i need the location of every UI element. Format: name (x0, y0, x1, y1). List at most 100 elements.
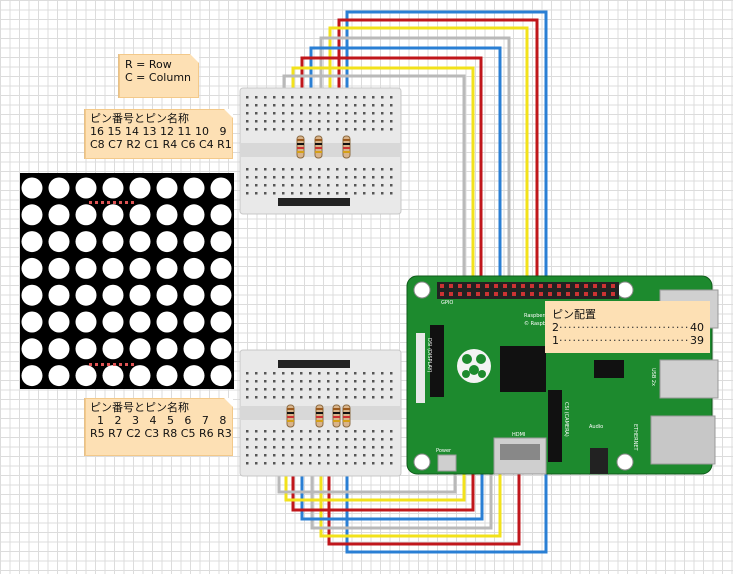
breadboard-hole (255, 104, 258, 107)
pin-layout-right-top: 40 (690, 321, 704, 334)
gpio-pin (557, 284, 561, 288)
led-dot (129, 365, 151, 387)
note-row-column: R = Row C = Column (118, 54, 199, 98)
breadboard-hole (318, 372, 321, 375)
breadboard-hole (264, 184, 267, 187)
led-pin (95, 363, 98, 366)
breadboard-hole (327, 168, 330, 171)
gpio-pin (485, 284, 489, 288)
breadboard-hole (282, 462, 285, 465)
led-dot (21, 257, 43, 279)
led-pin (119, 363, 122, 366)
breadboard-hole (309, 112, 312, 115)
led-dot (156, 284, 178, 306)
breadboard-hole (318, 388, 321, 391)
led-dot (210, 204, 232, 226)
breadboard-hole (372, 438, 375, 441)
breadboard-hole (354, 104, 357, 107)
breadboard-hole (282, 120, 285, 123)
led-dot (75, 204, 97, 226)
breadboard-hole (309, 446, 312, 449)
breadboard-hole (291, 176, 294, 179)
breadboard-hole (282, 168, 285, 171)
breadboard-hole (381, 430, 384, 433)
gpio-pin (611, 292, 615, 296)
breadboard-hole (264, 192, 267, 195)
breadboard-hole (300, 462, 303, 465)
breadboard-hole (264, 128, 267, 131)
led-dot (210, 177, 232, 199)
breadboard-hole (372, 388, 375, 391)
breadboard-hole (327, 176, 330, 179)
gpio-pin (476, 284, 480, 288)
gpio-pin (440, 292, 444, 296)
breadboard-hole (363, 438, 366, 441)
gpio-pin (566, 284, 570, 288)
led-dot (48, 338, 70, 360)
breadboard-hole (381, 120, 384, 123)
csi-label: CSI (CAMERA) (563, 402, 569, 437)
breadboard-hole (255, 184, 258, 187)
breadboard-hole (372, 112, 375, 115)
breadboard-hole (372, 128, 375, 131)
resistor-icon (342, 135, 351, 159)
breadboard-hole (354, 462, 357, 465)
breadboard-hole (246, 176, 249, 179)
breadboard-hole (327, 120, 330, 123)
gpio-pin (539, 284, 543, 288)
gpio-label: GPIO (441, 300, 453, 306)
breadboard-hole (390, 454, 393, 457)
breadboard-hole (255, 128, 258, 131)
gpio-pin (503, 284, 507, 288)
breadboard-hole (390, 192, 393, 195)
breadboard-hole (273, 372, 276, 375)
breadboard-hole (381, 438, 384, 441)
breadboard-hole (282, 388, 285, 391)
breadboard-hole (345, 96, 348, 99)
breadboard-hole (300, 168, 303, 171)
breadboard-hole (300, 454, 303, 457)
breadboard-hole (318, 396, 321, 399)
gpio-pin (548, 284, 552, 288)
breadboard-hole (354, 446, 357, 449)
breadboard-hole (390, 184, 393, 187)
breadboard-hole (300, 430, 303, 433)
note-rc-line2: C = Column (125, 71, 192, 84)
note-fold-icon (224, 109, 233, 118)
breadboard-hole (291, 454, 294, 457)
led-pin (131, 363, 134, 366)
breadboard-hole (336, 184, 339, 187)
gpio-pin (566, 292, 570, 296)
breadboard-hole (390, 438, 393, 441)
note-bottom-title: ピン番号とピン名称 (90, 401, 189, 414)
breadboard-hole (381, 104, 384, 107)
breadboard-hole (336, 446, 339, 449)
gpio-pin (575, 284, 579, 288)
breadboard-hole (363, 120, 366, 123)
breadboard-hole (336, 372, 339, 375)
breadboard-hole (345, 446, 348, 449)
breadboard-hole (345, 380, 348, 383)
gpio-pin (494, 284, 498, 288)
led-dot (21, 365, 43, 387)
breadboard-hole (345, 184, 348, 187)
breadboard-hole (363, 104, 366, 107)
breadboard-hole (390, 388, 393, 391)
led-dot (102, 204, 124, 226)
breadboard-hole (336, 388, 339, 391)
breadboard-hole (273, 184, 276, 187)
gpio-pin (467, 284, 471, 288)
breadboard-hole (345, 112, 348, 115)
led-dot (21, 311, 43, 333)
led-pin (125, 201, 128, 204)
led-dot (183, 204, 205, 226)
breadboard-hole (390, 396, 393, 399)
led-dot (21, 284, 43, 306)
resistor-icon (286, 404, 295, 428)
breadboard-hole (381, 388, 384, 391)
breadboard-hole (345, 176, 348, 179)
note-bottom-pin-map: ピン番号とピン名称 1 2 3 4 5 6 7 8 R5 R7 C2 C3 R8… (84, 398, 233, 456)
breadboard-hole (264, 446, 267, 449)
breadboard-hole (300, 184, 303, 187)
breadboard-hole (273, 96, 276, 99)
